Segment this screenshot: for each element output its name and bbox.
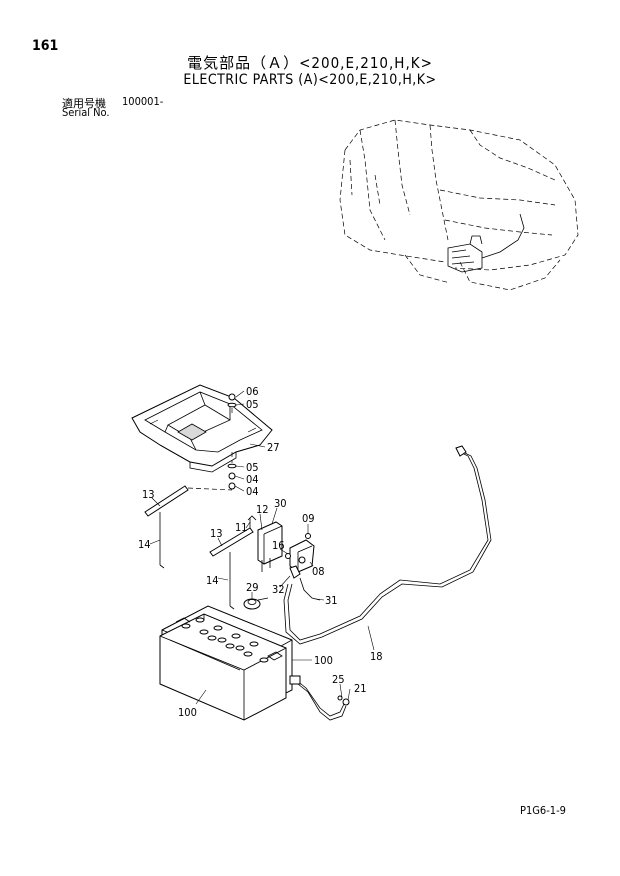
- ground-cable-25-21: [289, 675, 350, 721]
- callout-04-a: 04: [246, 473, 259, 486]
- batteries-100: [159, 605, 293, 721]
- callout-13-left: 13: [142, 488, 155, 501]
- callout-14-center: 14: [206, 574, 219, 587]
- callout-05-lower: 05: [246, 461, 259, 474]
- page-number: 161: [32, 38, 59, 54]
- callout-18: 18: [370, 650, 383, 663]
- callout-100-right: 100: [314, 654, 333, 667]
- callout-30: 30: [274, 497, 287, 510]
- page-title-english: ELECTRIC PARTS (A)<200,E,210,H,K>: [183, 72, 437, 88]
- cable-31: [299, 577, 321, 601]
- cover-nuts-05-04: [227, 452, 237, 490]
- callout-11: 11: [235, 521, 248, 534]
- battery-cover-27: [131, 384, 273, 473]
- callout-14-left: 14: [138, 538, 151, 551]
- callout-08: 08: [312, 565, 325, 578]
- callout-29: 29: [246, 581, 259, 594]
- callout-21: 21: [354, 682, 367, 695]
- callout-32: 32: [272, 583, 285, 596]
- callout-05-top: 05: [246, 398, 259, 411]
- callout-16: 16: [272, 539, 285, 552]
- callout-04-b: 04: [246, 485, 259, 498]
- battery-holder-bars: [144, 485, 254, 610]
- callout-labels: 06 05 27 05 04 04 13 14 30 12 11 13 09 1…: [138, 385, 383, 719]
- leader-lines: [149, 390, 375, 705]
- battery-cable-18: [283, 445, 492, 645]
- page-title-japanese: 電気部品（Ａ）<200,E,210,H,K>: [187, 54, 433, 72]
- serial-label-english: Serial No.: [62, 106, 110, 119]
- serial-label-japanese: 適用号機: [62, 97, 106, 110]
- callout-31: 31: [325, 594, 338, 607]
- battery-relay-30: [247, 515, 283, 572]
- callout-13-center: 13: [210, 527, 223, 540]
- callout-27: 27: [267, 441, 280, 454]
- callout-06-top: 06: [246, 385, 259, 398]
- callout-12: 12: [256, 503, 269, 516]
- serial-number-value: 100001-: [122, 95, 164, 108]
- callout-25: 25: [332, 673, 345, 686]
- machine-overview-illustration: [339, 119, 579, 291]
- callout-09: 09: [302, 512, 315, 525]
- terminal-cap-29: [243, 597, 269, 610]
- battery-switch-08: [285, 533, 315, 579]
- page-code: P1G6-1-9: [520, 804, 566, 817]
- callout-100-left: 100: [178, 706, 197, 719]
